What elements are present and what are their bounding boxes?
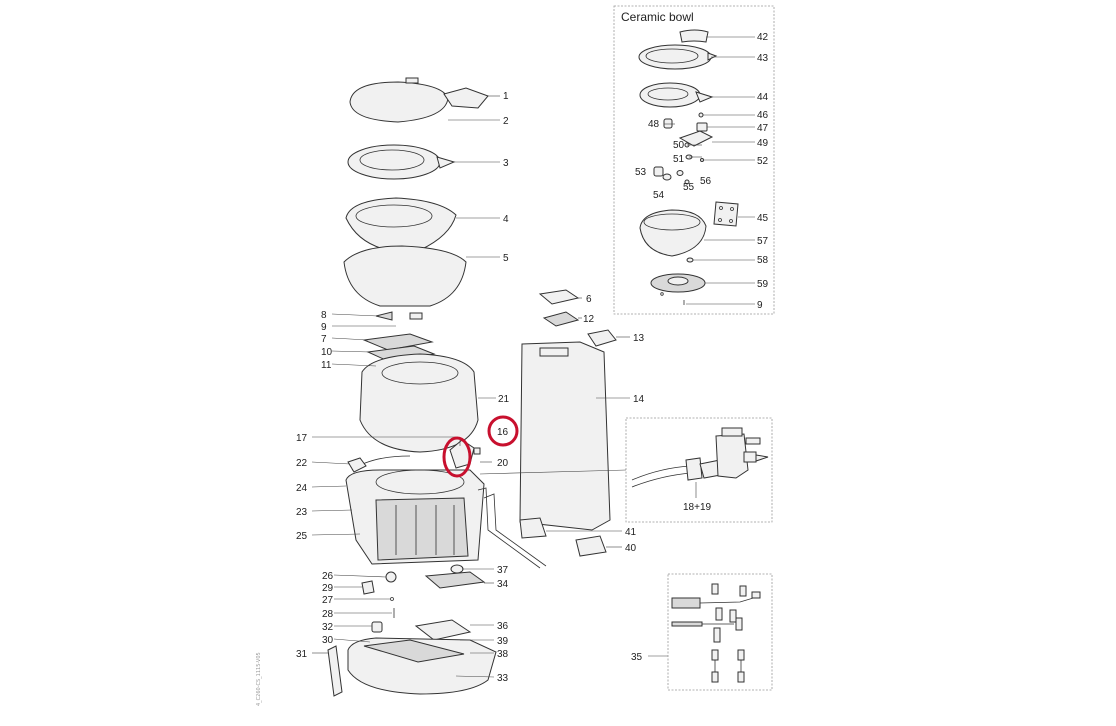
callout-4: 4 — [503, 214, 509, 225]
callout-21: 21 — [498, 394, 510, 405]
callout-27: 27 — [322, 595, 334, 606]
callout-34: 34 — [497, 579, 509, 590]
callout-42: 42 — [757, 32, 769, 43]
callout-9: 9 — [321, 322, 327, 333]
highlight-circle-callout-16 — [487, 415, 519, 447]
callout-9b: 9 — [757, 300, 763, 311]
callout-36: 36 — [497, 621, 509, 632]
callout-47: 47 — [757, 123, 769, 134]
callout-23: 23 — [296, 507, 308, 518]
callout-13: 13 — [633, 333, 645, 344]
callout-33: 33 — [497, 673, 509, 684]
callout-51: 51 — [673, 154, 685, 165]
wiring-inset-frame — [667, 573, 773, 691]
callout-45: 45 — [757, 213, 769, 224]
ceramic-bowl-leaders — [664, 36, 755, 305]
callout-58: 58 — [757, 255, 769, 266]
callout-52: 52 — [757, 156, 769, 167]
side-reference-code: 4_C260-CS_1115-V05 — [256, 652, 262, 706]
callout-11: 11 — [321, 360, 332, 371]
callout-50: 50 — [673, 140, 685, 151]
callout-40: 40 — [625, 543, 637, 554]
callout-16: 16 — [497, 427, 509, 438]
callout-56: 56 — [700, 176, 712, 187]
callout-22: 22 — [296, 458, 308, 469]
ceramic-bowl-inset-frame — [613, 5, 775, 315]
callout-31: 31 — [296, 649, 308, 660]
callout-14: 14 — [633, 394, 645, 405]
callout-18-19: 18+19 — [683, 502, 712, 513]
callout-38: 38 — [497, 649, 509, 660]
callout-26: 26 — [322, 571, 334, 582]
callout-6: 6 — [586, 294, 592, 305]
main-assembly-parts — [327, 77, 617, 697]
callout-25: 25 — [296, 531, 308, 542]
ceramic-bowl-title: Ceramic bowl — [621, 10, 694, 24]
callout-41: 41 — [625, 527, 637, 538]
callout-24: 24 — [296, 483, 308, 494]
callout-44: 44 — [757, 92, 769, 103]
callout-43: 43 — [757, 53, 769, 64]
callout-59: 59 — [757, 279, 769, 290]
ceramic-bowl-callouts: 42 43 44 46 47 49 52 45 57 58 59 9 48 50… — [635, 32, 769, 311]
callout-55: 55 — [683, 182, 695, 193]
callout-10: 10 — [321, 347, 333, 358]
ceramic-bowl-parts — [638, 29, 739, 305]
highlight-marks — [442, 415, 519, 478]
highlight-circle-part-16 — [442, 436, 472, 478]
callout-28: 28 — [322, 609, 334, 620]
callout-54: 54 — [653, 190, 665, 201]
hose-parts — [631, 427, 769, 498]
callout-2: 2 — [503, 116, 509, 127]
main-assembly-leaders — [311, 95, 668, 678]
callout-37: 37 — [497, 565, 509, 576]
callout-12: 12 — [583, 314, 595, 325]
callout-35: 35 — [631, 652, 643, 663]
callout-29: 29 — [322, 583, 334, 594]
wiring-parts — [671, 583, 761, 683]
callout-39: 39 — [497, 636, 509, 647]
main-assembly-callouts: 1 2 3 4 5 6 12 13 14 8 9 7 10 11 21 17 1… — [296, 91, 645, 684]
callout-17: 17 — [296, 433, 308, 444]
callout-7: 7 — [321, 334, 327, 345]
callout-48: 48 — [648, 119, 660, 130]
callout-3: 3 — [503, 158, 509, 169]
callout-57: 57 — [757, 236, 769, 247]
callout-1: 1 — [503, 91, 509, 102]
callout-30: 30 — [322, 635, 334, 646]
callout-20: 20 — [497, 458, 509, 469]
callout-8: 8 — [321, 310, 327, 321]
callout-49: 49 — [757, 138, 769, 149]
callout-46: 46 — [757, 110, 769, 121]
callout-32: 32 — [322, 622, 334, 633]
callout-53: 53 — [635, 167, 647, 178]
callout-5: 5 — [503, 253, 509, 264]
